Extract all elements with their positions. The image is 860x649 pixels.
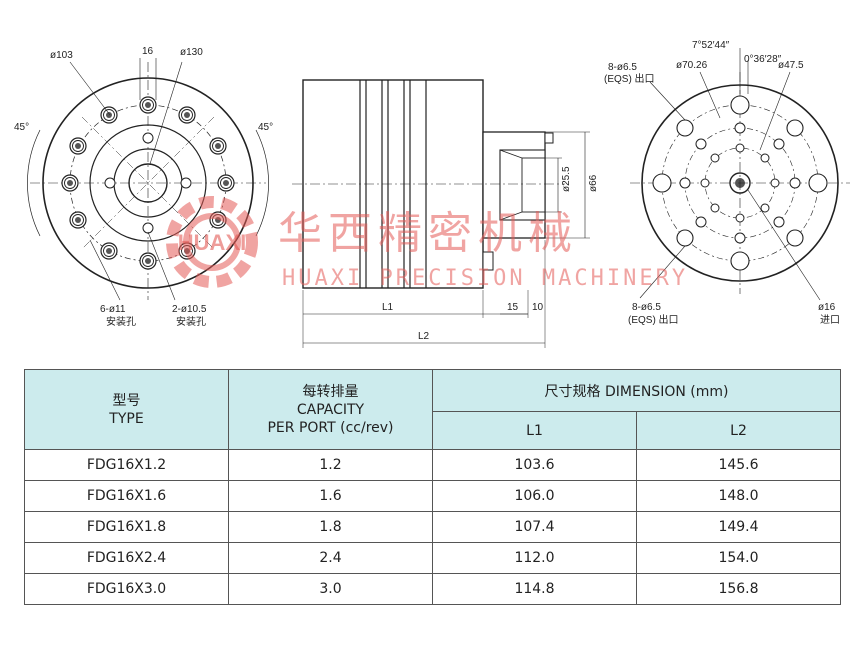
angle-2: 0°36′28″ bbox=[744, 54, 782, 65]
header-l2: L2 bbox=[635, 411, 842, 450]
cell-type: FDG16X1.8 bbox=[24, 511, 229, 543]
cell-l2: 145.6 bbox=[635, 449, 842, 481]
table-row: FDG16X1.2 1.2 103.6 145.6 bbox=[24, 449, 842, 481]
dim-phi103: ø103 bbox=[50, 50, 73, 61]
cell-l1: 107.4 bbox=[432, 511, 637, 543]
gear-logo-icon: HUAXI bbox=[166, 196, 258, 288]
cell-l2: 148.0 bbox=[635, 480, 842, 512]
port-bottom-cn: (EQS) 出口 bbox=[628, 313, 679, 326]
holes-b: 2-ø10.5 bbox=[172, 304, 207, 315]
watermark: HUAXI 华西精密机械 HUAXI PRECISION MACHINERY bbox=[166, 196, 688, 291]
header-capacity: 每转排量 CAPACITY PER PORT (cc/rev) bbox=[228, 369, 433, 450]
angle-1: 7°52′44″ bbox=[692, 40, 730, 51]
cell-l2: 154.0 bbox=[635, 542, 842, 574]
table-row: FDG16X2.4 2.4 112.0 154.0 bbox=[24, 542, 842, 574]
right-view: 7°52′44″ 0°36′28″ 8-ø6.5 (EQS) 出口 ø70.26… bbox=[604, 40, 850, 326]
port-top-cn: (EQS) 出口 bbox=[604, 72, 655, 85]
cell-type: FDG16X3.0 bbox=[24, 573, 229, 605]
cell-l1: 103.6 bbox=[432, 449, 637, 481]
holes-a-cn: 安装孔 bbox=[106, 315, 136, 328]
cell-l2: 156.8 bbox=[635, 573, 842, 605]
cell-capacity: 1.8 bbox=[228, 511, 433, 543]
holes-a: 6-ø11 bbox=[100, 304, 126, 315]
cell-type: FDG16X2.4 bbox=[24, 542, 229, 574]
cell-l2: 149.4 bbox=[635, 511, 842, 543]
dim-L1: L1 bbox=[382, 302, 394, 313]
dim-phi66: ø66 bbox=[588, 174, 599, 192]
table-row: FDG16X3.0 3.0 114.8 156.8 bbox=[24, 573, 842, 605]
cell-l1: 112.0 bbox=[432, 542, 637, 574]
dim-phi70-26: ø70.26 bbox=[676, 60, 708, 71]
angle-right: 45° bbox=[258, 122, 273, 133]
cell-capacity: 1.2 bbox=[228, 449, 433, 481]
table-row: FDG16X1.8 1.8 107.4 149.4 bbox=[24, 511, 842, 543]
angle-left: 45° bbox=[14, 122, 29, 133]
header-l1: L1 bbox=[432, 411, 637, 450]
dim-phi47-5: ø47.5 bbox=[778, 60, 804, 71]
dim-phi130: ø130 bbox=[180, 47, 203, 58]
cell-l1: 114.8 bbox=[432, 573, 637, 605]
technical-drawing: ø103 16 ø130 45° 45° 6-ø11 安装孔 2-ø10.5 安… bbox=[14, 40, 850, 348]
holes-b-cn: 安装孔 bbox=[176, 315, 206, 328]
watermark-en: HUAXI PRECISION MACHINERY bbox=[282, 266, 688, 291]
dim-16: 16 bbox=[142, 46, 154, 57]
dim-L2: L2 bbox=[418, 331, 430, 342]
spec-table: 型号 TYPE 每转排量 CAPACITY PER PORT (cc/rev) … bbox=[24, 369, 842, 605]
dim-15: 15 bbox=[507, 302, 519, 313]
cell-capacity: 2.4 bbox=[228, 542, 433, 574]
cell-type: FDG16X1.2 bbox=[24, 449, 229, 481]
logo-text: HUAXI bbox=[178, 230, 246, 255]
header-type: 型号 TYPE bbox=[24, 369, 229, 450]
port-bottom: 8-ø6.5 bbox=[632, 302, 661, 313]
cell-l1: 106.0 bbox=[432, 480, 637, 512]
cell-capacity: 1.6 bbox=[228, 480, 433, 512]
cell-capacity: 3.0 bbox=[228, 573, 433, 605]
dim-phi25-5: ø25.5 bbox=[561, 166, 572, 192]
left-view: ø103 16 ø130 45° 45° 6-ø11 安装孔 2-ø10.5 安… bbox=[14, 46, 273, 328]
dim-10: 10 bbox=[532, 302, 544, 313]
watermark-cn: 华西精密机械 bbox=[278, 208, 578, 259]
cell-type: FDG16X1.6 bbox=[24, 480, 229, 512]
table-row: FDG16X1.6 1.6 106.0 148.0 bbox=[24, 480, 842, 512]
port-top: 8-ø6.5 bbox=[608, 62, 637, 73]
dim-phi16: ø16 bbox=[818, 302, 836, 313]
side-view: ø25.5 ø66 L1 L2 15 10 bbox=[292, 79, 599, 348]
inlet-cn: 进口 bbox=[820, 314, 840, 326]
header-dimension: 尺寸规格 DIMENSION (mm) bbox=[431, 369, 842, 412]
